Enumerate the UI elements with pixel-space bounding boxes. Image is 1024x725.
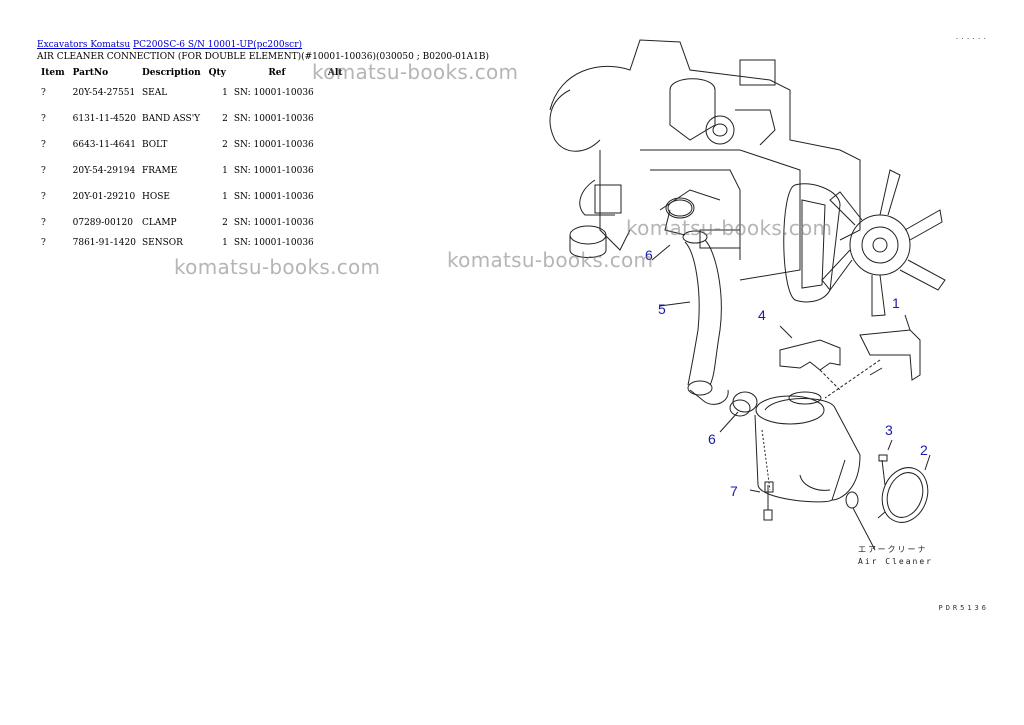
cell-alt xyxy=(324,158,347,184)
callout-4: 4 xyxy=(758,307,766,323)
callout-3: 3 xyxy=(885,422,893,438)
breadcrumb-link-excavators[interactable]: Excavators Komatsu xyxy=(37,40,131,50)
air-cleaner-label-en: Air Cleaner xyxy=(858,557,933,566)
watermark-text: komatsu-books.com xyxy=(174,255,381,279)
cell-ref: SN: 10001-10036 xyxy=(233,166,314,176)
cell-qty: 1 xyxy=(222,88,228,98)
cell-ref: SN: 10001-10036 xyxy=(233,238,314,248)
cell-qty: 2 xyxy=(222,140,228,150)
cell-item: ? xyxy=(41,114,46,124)
cell-partno: 07289-00120 xyxy=(72,218,133,228)
cell-description: SENSOR xyxy=(141,238,183,248)
cell-alt xyxy=(324,80,347,106)
breadcrumb-link-model[interactable]: PC200SC-6 S/N 10001-UP(pc200scr) xyxy=(133,40,303,50)
cell-partno: 20Y-54-27551 xyxy=(72,88,136,98)
cell-alt xyxy=(324,132,347,158)
cell-item: ? xyxy=(41,192,46,202)
table-row: ? 07289-00120 CLAMP 2 SN: 10001-10036 xyxy=(37,210,346,236)
callout-7: 7 xyxy=(730,483,738,499)
callout-6-top: 6 xyxy=(645,247,653,263)
cell-ref: SN: 10001-10036 xyxy=(233,218,314,228)
parts-table-header: Item PartNo Description Qty Ref Alt xyxy=(37,66,346,80)
cell-description: BAND ASS'Y xyxy=(141,114,201,124)
cell-partno: 20Y-01-29210 xyxy=(72,192,136,202)
cell-item: ? xyxy=(41,88,46,98)
cell-item: ? xyxy=(41,166,46,176)
header-ref: Ref xyxy=(268,68,286,78)
cell-ref: SN: 10001-10036 xyxy=(233,88,314,98)
table-row: ? 7861-91-1420 SENSOR 1 SN: 10001-10036 xyxy=(37,236,346,250)
cell-qty: 1 xyxy=(222,238,228,248)
cell-partno: 6131-11-4520 xyxy=(72,114,136,124)
header-alt: Alt xyxy=(327,68,343,78)
cell-item: ? xyxy=(41,238,46,248)
cell-partno: 7861-91-1420 xyxy=(72,238,136,248)
cell-alt xyxy=(324,106,347,132)
callout-1: 1 xyxy=(892,295,900,311)
cell-partno: 6643-11-4641 xyxy=(72,140,136,150)
cell-ref: SN: 10001-10036 xyxy=(233,140,314,150)
table-row: ? 20Y-01-29210 HOSE 1 SN: 10001-10036 xyxy=(37,184,346,210)
cell-qty: 2 xyxy=(222,218,228,228)
cell-description: SEAL xyxy=(141,88,168,98)
air-cleaner-label-jp: エアークリーナ xyxy=(858,545,928,554)
cell-ref: SN: 10001-10036 xyxy=(233,114,314,124)
callout-6-bottom: 6 xyxy=(708,431,716,447)
table-row: ? 6131-11-4520 BAND ASS'Y 2 SN: 10001-10… xyxy=(37,106,346,132)
header-item: Item xyxy=(41,68,65,78)
header-partno: PartNo xyxy=(72,68,109,78)
header-description: Description xyxy=(141,68,201,78)
cell-alt xyxy=(324,210,347,236)
corner-dots: ...... xyxy=(955,32,989,41)
breadcrumb: Excavators Komatsu PC200SC-6 S/N 10001-U… xyxy=(37,40,302,50)
cell-alt xyxy=(324,236,347,250)
cell-ref: SN: 10001-10036 xyxy=(233,192,314,202)
cell-description: BOLT xyxy=(141,140,168,150)
callout-5: 5 xyxy=(658,301,666,317)
page-subtitle: AIR CLEANER CONNECTION (FOR DOUBLE ELEME… xyxy=(37,52,489,62)
table-row: ? 20Y-54-29194 FRAME 1 SN: 10001-10036 xyxy=(37,158,346,184)
callout-2: 2 xyxy=(920,442,928,458)
diagram-code: PDR5136 xyxy=(938,604,989,612)
cell-partno: 20Y-54-29194 xyxy=(72,166,136,176)
cell-description: HOSE xyxy=(141,192,170,202)
table-row: ? 6643-11-4641 BOLT 2 SN: 10001-10036 xyxy=(37,132,346,158)
cell-description: CLAMP xyxy=(141,218,177,228)
cell-qty: 1 xyxy=(222,192,228,202)
cell-qty: 2 xyxy=(222,114,228,124)
cell-qty: 1 xyxy=(222,166,228,176)
cell-alt xyxy=(324,184,347,210)
cell-item: ? xyxy=(41,140,46,150)
cell-item: ? xyxy=(41,218,46,228)
cell-description: FRAME xyxy=(141,166,178,176)
table-row: ? 20Y-54-27551 SEAL 1 SN: 10001-10036 xyxy=(37,80,346,106)
parts-table: Item PartNo Description Qty Ref Alt ? 20… xyxy=(37,66,346,250)
parts-diagram: 1 2 3 4 5 6 6 7 エアークリーナ Air Cleaner xyxy=(549,39,946,566)
header-qty: Qty xyxy=(208,68,226,78)
